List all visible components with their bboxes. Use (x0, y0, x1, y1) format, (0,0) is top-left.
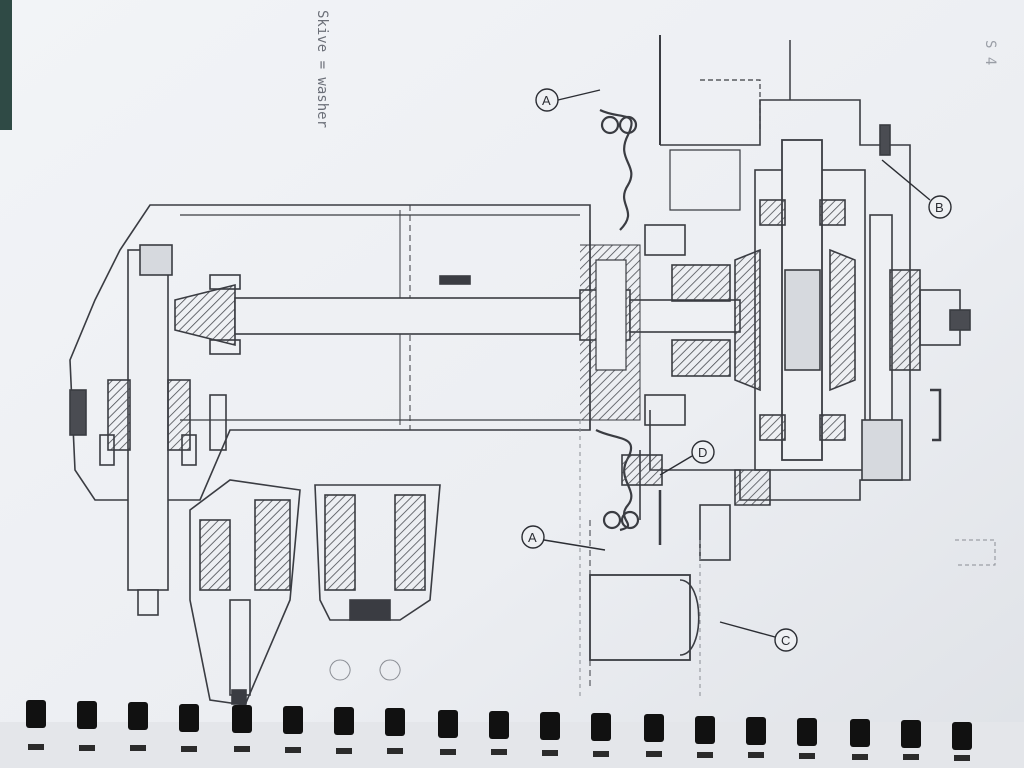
callout-d: D (659, 440, 715, 476)
binding-strip (0, 722, 1024, 768)
binding-coil (77, 701, 97, 729)
output-shaft (69, 244, 227, 616)
svg-text:A: A (542, 93, 551, 108)
binding-coil (179, 704, 199, 732)
binding-coil (901, 720, 921, 748)
binding-coil (489, 711, 509, 739)
lower-motor-housing (589, 450, 771, 690)
binding-coil (334, 707, 354, 735)
binding-coil (695, 716, 715, 744)
binding-coil (128, 702, 148, 730)
binding-coil (797, 718, 817, 746)
binding-hole (542, 750, 558, 756)
binding-coil (952, 722, 972, 750)
binding-hole (285, 747, 301, 753)
coupling-bellows (580, 109, 641, 532)
page-edge-shadow (0, 0, 12, 130)
bearing-block-upper (671, 264, 731, 302)
svg-text:A: A (528, 530, 537, 545)
binding-hole (181, 746, 197, 752)
binding-coil (540, 712, 560, 740)
page-number: S 4 (982, 40, 998, 65)
svg-text:D: D (698, 445, 707, 460)
svg-text:C: C (781, 633, 790, 648)
binding-coil (850, 719, 870, 747)
callout-a-bottom: A (521, 525, 606, 551)
binding-hole (799, 753, 815, 759)
binding-hole (387, 748, 403, 754)
gear-unit (649, 35, 971, 501)
binding-coil (746, 717, 766, 745)
binding-coil (644, 714, 664, 742)
binding-coil (591, 713, 611, 741)
binding-hole (852, 754, 868, 760)
binding-hole (646, 751, 662, 757)
binding-coil (385, 708, 405, 736)
binding-coil (283, 706, 303, 734)
binding-hole (79, 745, 95, 751)
binding-hole (440, 749, 456, 755)
binding-hole (748, 752, 764, 758)
detail-section-left (189, 479, 301, 706)
technical-drawing (69, 35, 996, 706)
callout-b: B (881, 159, 952, 219)
binding-hole (593, 751, 609, 757)
bearing-block-lower (671, 339, 731, 377)
page-note: Skive = washer (314, 10, 330, 128)
binding-hole (130, 745, 146, 751)
callout-c: C (719, 621, 798, 652)
detail-section-right (314, 484, 441, 621)
binding-hole (234, 746, 250, 752)
binding-hole (491, 749, 507, 755)
binding-coil (438, 710, 458, 738)
binding-hole (903, 754, 919, 760)
binding-hole (336, 748, 352, 754)
binding-coil (232, 705, 252, 733)
spiral-binding (0, 700, 1024, 768)
callout-a-top: A (535, 88, 601, 112)
callouts: A B D A C (521, 88, 952, 652)
binding-hole (28, 744, 44, 750)
binding-hole (697, 752, 713, 758)
binding-hole (954, 755, 970, 761)
svg-text:B: B (935, 200, 944, 215)
binding-coil (26, 700, 46, 728)
